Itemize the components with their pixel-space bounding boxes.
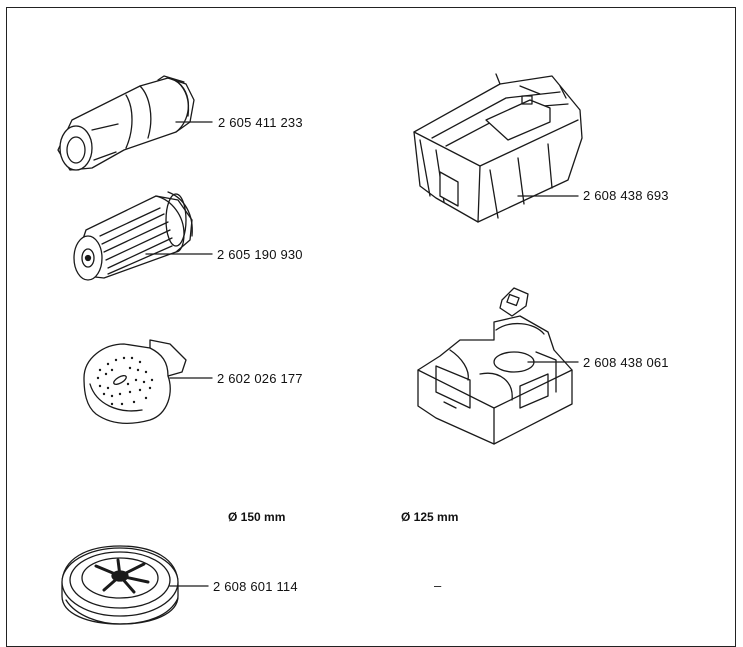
- column-header-150mm: Ø 150 mm: [228, 510, 286, 524]
- sanding-pad-illustration: [61, 545, 209, 625]
- sanding-pad-125-not-available: –: [434, 578, 442, 593]
- dust-nozzle-illustration: [57, 75, 213, 171]
- l-boxx-insert-illustration: [417, 287, 579, 445]
- column-header-125mm: Ø 125 mm: [401, 510, 459, 524]
- micro-filter-illustration: [83, 339, 213, 425]
- sanding-pad-part-number: 2 608 601 114: [213, 579, 298, 594]
- l-boxx-insert-part-number: 2 608 438 061: [583, 355, 669, 370]
- l-boxx-part-number: 2 608 438 693: [583, 188, 669, 203]
- micro-filter-part-number: 2 602 026 177: [217, 371, 303, 386]
- filter-cartridge-part-number: 2 605 190 930: [217, 247, 303, 262]
- l-boxx-illustration: [413, 73, 583, 223]
- filter-cartridge-illustration: [73, 191, 213, 281]
- dust-nozzle-part-number: 2 605 411 233: [218, 115, 303, 130]
